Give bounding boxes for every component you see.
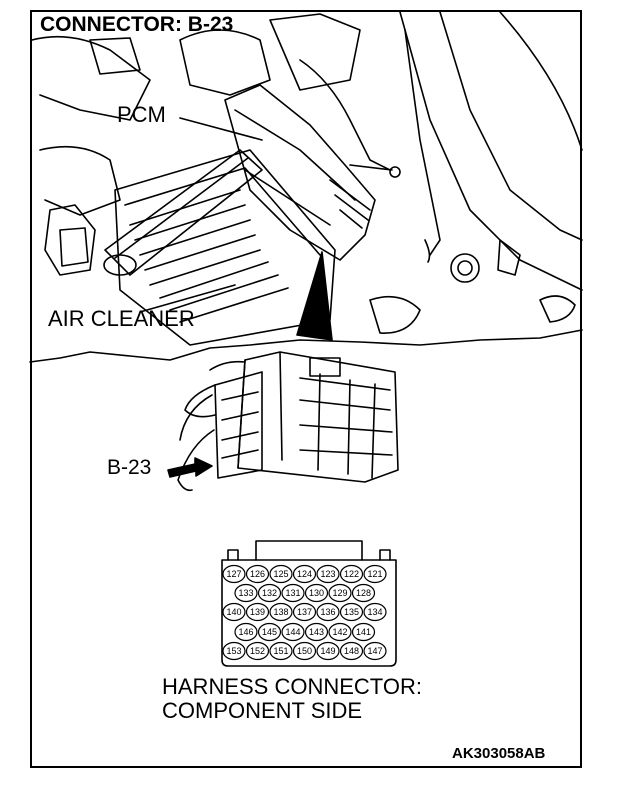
diagram-frame (30, 10, 582, 768)
pin-138 (269, 602, 293, 622)
pin-124 (292, 564, 317, 584)
pin-130 (304, 583, 329, 603)
pin-153 (222, 641, 246, 661)
pin-label-123: 123 (320, 569, 335, 579)
pin-label-135: 135 (344, 607, 359, 617)
pin-131 (281, 583, 305, 603)
pin-label-146: 146 (238, 627, 253, 637)
pin-141 (351, 622, 376, 642)
pin-label-121: 121 (367, 569, 382, 579)
pin-label-130: 130 (309, 588, 324, 598)
pin-146 (234, 622, 258, 642)
pin-152 (245, 641, 270, 661)
pin-144 (281, 622, 305, 642)
pin-label-148: 148 (344, 646, 359, 656)
pin-125 (269, 564, 293, 584)
pin-label-122: 122 (344, 569, 359, 579)
pin-label-137: 137 (297, 607, 312, 617)
pin-label-140: 140 (226, 607, 241, 617)
pin-label-127: 127 (226, 569, 241, 579)
pin-149 (316, 641, 340, 661)
connector-title: CONNECTOR: B-23 (40, 13, 234, 36)
pin-148 (339, 641, 364, 661)
pin-126 (245, 564, 270, 584)
pin-label-133: 133 (238, 588, 253, 598)
pin-label-147: 147 (367, 646, 382, 656)
harness-caption-line1: HARNESS CONNECTOR: (162, 674, 422, 699)
pin-136 (316, 602, 340, 622)
pin-label-139: 139 (250, 607, 265, 617)
pin-145 (257, 622, 282, 642)
pin-143 (304, 622, 329, 642)
air-cleaner-label: AIR CLEANER (48, 306, 195, 331)
pin-label-138: 138 (273, 607, 288, 617)
connector-pin-grid: 127 126 125 124 123 122 121 133 132 131 130 129 128 1… (222, 564, 387, 661)
pin-121 (363, 564, 387, 584)
pin-label-149: 149 (320, 646, 335, 656)
pin-140 (222, 602, 246, 622)
pin-label-132: 132 (262, 588, 277, 598)
pin-label-131: 131 (285, 588, 300, 598)
pin-151 (269, 641, 293, 661)
pin-133 (234, 583, 258, 603)
pin-label-128: 128 (356, 588, 371, 598)
pin-label-124: 124 (297, 569, 312, 579)
pin-122 (339, 564, 364, 584)
pin-142 (328, 622, 352, 642)
pin-label-134: 134 (367, 607, 382, 617)
pin-label-145: 145 (262, 627, 277, 637)
pin-label-152: 152 (250, 646, 265, 656)
connector-callout-label: B-23 (107, 456, 152, 479)
pin-label-150: 150 (297, 646, 312, 656)
pin-137 (292, 602, 317, 622)
pin-134 (363, 602, 387, 622)
pin-label-129: 129 (332, 588, 347, 598)
pin-123 (316, 564, 340, 584)
pcm-label: PCM (117, 102, 166, 127)
pin-129 (328, 583, 352, 603)
pin-label-136: 136 (320, 607, 335, 617)
figure-code: AK303058AB (452, 745, 546, 762)
pin-label-141: 141 (356, 627, 371, 637)
harness-caption-line2: COMPONENT SIDE (162, 698, 363, 723)
pin-label-144: 144 (285, 627, 300, 637)
pin-label-142: 142 (332, 627, 347, 637)
pin-150 (292, 641, 317, 661)
pin-label-126: 126 (250, 569, 265, 579)
pin-139 (245, 602, 270, 622)
pin-label-125: 125 (273, 569, 288, 579)
pin-127 (222, 564, 246, 584)
pin-135 (339, 602, 364, 622)
pin-label-143: 143 (309, 627, 324, 637)
pin-132 (257, 583, 282, 603)
pin-128 (351, 583, 376, 603)
pin-147 (363, 641, 387, 661)
pin-label-151: 151 (273, 646, 288, 656)
pin-label-153: 153 (226, 646, 241, 656)
